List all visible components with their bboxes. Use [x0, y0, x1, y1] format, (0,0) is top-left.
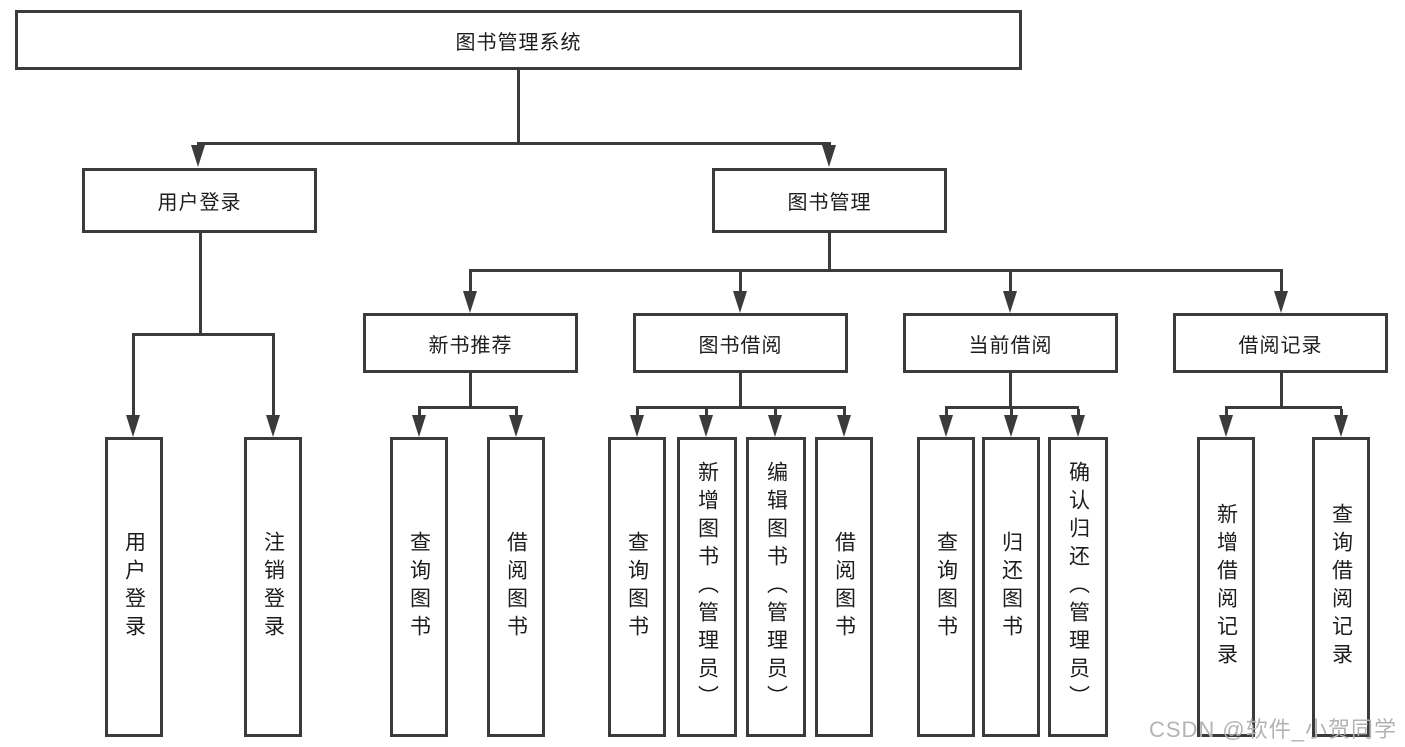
node-label: 查询图书 [625, 531, 649, 643]
arrow-down-icon [266, 415, 280, 437]
arrow-down-icon [939, 415, 953, 437]
node-query-books-current: 查询图书 [917, 437, 975, 737]
arrow-down-icon [1334, 415, 1348, 437]
arrow-down-icon [733, 291, 747, 313]
node-root: 图书管理系统 [15, 10, 1022, 70]
node-label: 图书管理系统 [455, 31, 582, 54]
node-label: 新增图书（管理员） [695, 461, 719, 713]
connector-line [418, 406, 518, 409]
node-book-management: 图书管理 [712, 168, 947, 233]
connector-line [1010, 409, 1013, 415]
node-user-login: 用户登录 [82, 168, 317, 233]
arrow-down-icon [126, 415, 140, 437]
arrow-down-icon [822, 145, 836, 167]
connector-line [636, 406, 846, 409]
node-add-book-admin: 新增图书（管理员） [677, 437, 737, 737]
arrow-down-icon [1003, 291, 1017, 313]
node-add-borrow-record: 新增借阅记录 [1197, 437, 1255, 737]
node-query-books-recommend: 查询图书 [390, 437, 448, 737]
node-label: 编辑图书（管理员） [764, 461, 788, 713]
connector-line [418, 409, 421, 415]
arrow-down-icon [509, 415, 523, 437]
connector-line [1009, 272, 1012, 291]
node-query-books-borrow: 查询图书 [608, 437, 666, 737]
node-edit-book-admin: 编辑图书（管理员） [746, 437, 806, 737]
connector-line [469, 272, 472, 291]
node-return-book: 归还图书 [982, 437, 1040, 737]
node-borrow-books-borrow: 借阅图书 [815, 437, 873, 737]
node-new-book-recommend: 新书推荐 [363, 313, 578, 373]
node-current-borrow: 当前借阅 [903, 313, 1118, 373]
connector-line [199, 233, 202, 333]
node-label: 用户登录 [157, 192, 242, 214]
node-label: 借阅记录 [1238, 334, 1323, 357]
node-label: 图书借阅 [698, 334, 783, 357]
connector-line [1280, 272, 1283, 291]
connector-line [515, 409, 518, 415]
connector-line [517, 70, 520, 145]
connector-line [945, 406, 1079, 409]
node-label: 图书管理 [787, 192, 872, 214]
connector-line [705, 409, 708, 415]
node-label: 确认归还（管理员） [1066, 461, 1090, 713]
connector-line [1280, 373, 1283, 407]
node-borrow-records: 借阅记录 [1173, 313, 1388, 373]
connector-line [739, 373, 742, 407]
node-label: 注销登录 [261, 531, 285, 643]
node-confirm-return-admin: 确认归还（管理员） [1048, 437, 1108, 737]
arrow-down-icon [630, 415, 644, 437]
connector-line [739, 272, 742, 291]
connector-line [843, 409, 846, 415]
arrow-down-icon [1274, 291, 1288, 313]
arrow-down-icon [463, 291, 477, 313]
arrow-down-icon [1219, 415, 1233, 437]
connector-line [1225, 409, 1228, 415]
connector-line [469, 373, 472, 407]
connector-line [132, 336, 135, 415]
connector-line [774, 409, 777, 415]
arrow-down-icon [837, 415, 851, 437]
arrow-down-icon [191, 145, 205, 167]
arrow-down-icon [1071, 415, 1085, 437]
node-label: 新增借阅记录 [1214, 503, 1238, 671]
connector-line [132, 333, 275, 336]
csdn-watermark: CSDN @软件_小贺同学 [1148, 717, 1397, 742]
connector-line [945, 409, 948, 415]
connector-line [469, 269, 1283, 272]
connector-line [272, 336, 275, 415]
connector-line [1009, 373, 1012, 407]
node-label: 当前借阅 [968, 334, 1053, 357]
connector-line [1340, 409, 1343, 415]
connector-line [828, 233, 831, 271]
node-label: 借阅图书 [832, 531, 856, 643]
node-label: 查询图书 [407, 531, 431, 643]
node-label: 新书推荐 [428, 334, 513, 357]
node-query-borrow-record: 查询借阅记录 [1312, 437, 1370, 737]
node-label: 查询图书 [934, 531, 958, 643]
arrow-down-icon [699, 415, 713, 437]
connector-line [1225, 406, 1342, 409]
node-label: 借阅图书 [504, 531, 528, 643]
node-label: 归还图书 [999, 531, 1023, 643]
connector-line [197, 142, 831, 145]
connector-line [1077, 409, 1080, 415]
node-label: 查询借阅记录 [1329, 503, 1353, 671]
node-label: 用户登录 [122, 531, 146, 643]
arrow-down-icon [768, 415, 782, 437]
arrow-down-icon [412, 415, 426, 437]
node-logout: 注销登录 [244, 437, 302, 737]
connector-line [636, 409, 639, 415]
node-book-borrow: 图书借阅 [633, 313, 848, 373]
arrow-down-icon [1004, 415, 1018, 437]
node-borrow-books-recommend: 借阅图书 [487, 437, 545, 737]
node-user-login-leaf: 用户登录 [105, 437, 163, 737]
